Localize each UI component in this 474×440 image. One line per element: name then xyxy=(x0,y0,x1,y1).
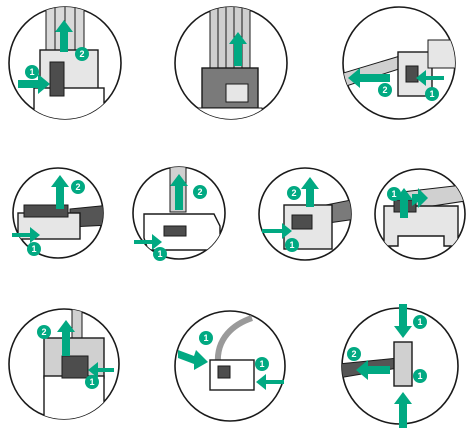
svg-text:2: 2 xyxy=(75,182,80,192)
step-badge: 2 xyxy=(71,180,85,194)
connector-housing xyxy=(393,341,413,387)
step-badge: 2 xyxy=(287,186,301,200)
arrow-step-1 xyxy=(134,234,162,250)
panel-4: 1 2 xyxy=(10,165,106,261)
svg-text:2: 2 xyxy=(41,327,46,337)
step-badge: 1 xyxy=(387,187,401,201)
svg-text:1: 1 xyxy=(203,333,208,343)
arrow-step-1-top xyxy=(394,304,412,338)
svg-text:1: 1 xyxy=(289,240,294,250)
arrow-step-1 xyxy=(18,74,50,94)
panel-6: 1 2 xyxy=(256,165,354,263)
step-badge: 1 xyxy=(153,247,167,261)
connector-housing xyxy=(397,39,455,97)
arrow-step-2 xyxy=(57,320,75,356)
svg-text:1: 1 xyxy=(259,359,264,369)
svg-text:2: 2 xyxy=(197,187,202,197)
step-badge: 1 xyxy=(413,369,427,383)
latch-tab[interactable] xyxy=(61,355,89,379)
svg-text:1: 1 xyxy=(417,371,422,381)
panel-8: 1 2 xyxy=(6,306,122,422)
arrow-step-2 xyxy=(301,177,319,207)
step-badge: 2 xyxy=(193,185,207,199)
step-badge: 1 xyxy=(255,357,269,371)
arrow-step-1 xyxy=(88,362,114,378)
step-badge: 1 xyxy=(27,242,41,256)
svg-text:1: 1 xyxy=(429,89,434,99)
step-badge: 2 xyxy=(347,347,361,361)
svg-text:1: 1 xyxy=(391,189,396,199)
connector-housing xyxy=(209,359,255,391)
step-badge: 2 xyxy=(75,47,89,61)
arrow-step-1-bottom xyxy=(394,392,412,428)
panel-1: 1 2 xyxy=(6,4,124,122)
arrow-step-1 xyxy=(262,223,292,239)
svg-text:2: 2 xyxy=(79,49,84,59)
panel-5: 1 2 xyxy=(130,164,228,262)
svg-text:1: 1 xyxy=(89,377,94,387)
latch-tab[interactable] xyxy=(49,61,65,97)
arrow-step-2 xyxy=(356,360,390,380)
arrow-step-1 xyxy=(178,350,208,370)
panel-2 xyxy=(172,4,290,122)
board-header xyxy=(195,107,263,119)
step-badge: 1 xyxy=(25,65,39,79)
svg-text:1: 1 xyxy=(31,244,36,254)
ribbon-cable xyxy=(209,7,251,71)
arrow-step-1 xyxy=(12,227,40,243)
svg-text:2: 2 xyxy=(291,188,296,198)
step-badge: 1 xyxy=(199,331,213,345)
svg-text:1: 1 xyxy=(29,67,34,77)
panel-10: 1 1 2 xyxy=(338,304,462,428)
panel-3: 1 2 xyxy=(340,4,458,122)
cable xyxy=(214,315,254,365)
latch-tab[interactable] xyxy=(225,83,249,103)
step-badge: 1 xyxy=(85,375,99,389)
step-badge: 2 xyxy=(37,325,51,339)
latch-tab[interactable] xyxy=(163,225,187,237)
arrow-step-1 xyxy=(256,374,284,390)
svg-text:2: 2 xyxy=(351,349,356,359)
arrow-pull-up xyxy=(229,32,247,66)
latch-tab[interactable] xyxy=(217,365,231,379)
arrow-step-2 xyxy=(51,175,69,209)
arrow-step-1 xyxy=(416,70,444,86)
latch-tab[interactable] xyxy=(405,65,419,83)
step-badge: 1 xyxy=(285,238,299,252)
panel-7: 1 xyxy=(372,166,468,262)
svg-text:2: 2 xyxy=(382,85,387,95)
arrow-step-2 xyxy=(55,20,73,52)
step-badge: 2 xyxy=(378,83,392,97)
connector-housing xyxy=(33,49,105,119)
arrow-step-2 xyxy=(348,68,390,88)
arrow-step-2 xyxy=(170,174,188,210)
svg-text:1: 1 xyxy=(157,249,162,259)
step-badge: 1 xyxy=(413,315,427,329)
svg-text:1: 1 xyxy=(417,317,422,327)
latch-tab[interactable] xyxy=(291,214,313,230)
panel-9: 1 1 xyxy=(172,308,288,424)
arrow-step-2 xyxy=(412,188,428,208)
step-badge: 1 xyxy=(425,87,439,101)
